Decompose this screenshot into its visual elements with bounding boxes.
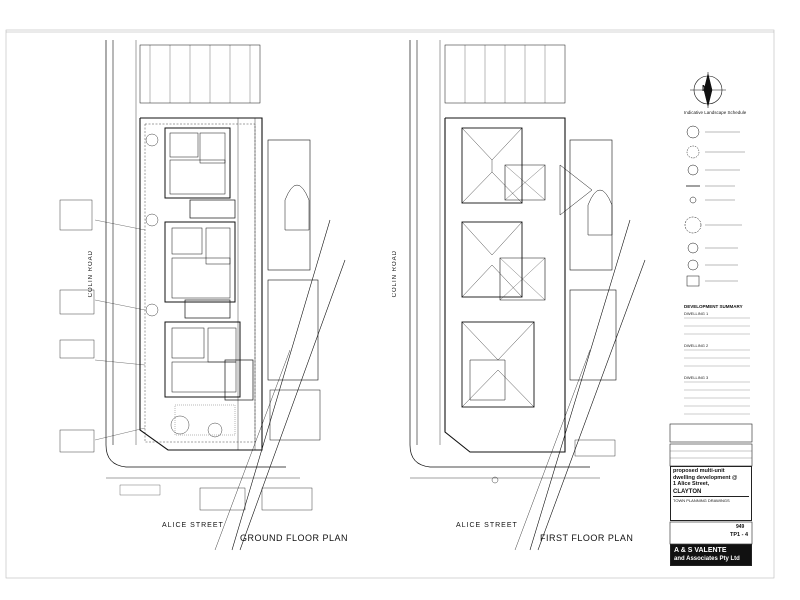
- drawing-type: TOWN PLANNING DRAWINGS: [673, 495, 749, 503]
- ground-floor-plan: [59, 40, 346, 551]
- street-label-left: ALICE STREET: [162, 522, 224, 529]
- street-label-right: ALICE STREET: [456, 522, 518, 529]
- revision-box: [669, 443, 753, 467]
- summary-lines: [684, 317, 750, 415]
- first-floor-plan: [409, 40, 646, 551]
- landscape-legend: [684, 125, 745, 287]
- summary-row: DWELLING 1: [684, 311, 709, 316]
- notes-box: [669, 423, 753, 443]
- first-floor-title: FIRST FLOOR PLAN: [540, 533, 634, 543]
- firm-line-2: and Associates Pty Ltd: [674, 556, 740, 562]
- road-label-left: COLIN ROAD: [88, 250, 94, 298]
- project-line-3: 1 Alice Street,: [673, 481, 710, 487]
- road-label-right: COLIN ROAD: [392, 250, 398, 298]
- firm-line-1: A & S VALENTE: [674, 547, 727, 554]
- ground-floor-title: GROUND FLOOR PLAN: [240, 533, 349, 543]
- sheet-number: TP1 - 4: [730, 532, 749, 538]
- project-suburb: CLAYTON: [673, 488, 702, 495]
- summary-row: DWELLING 2: [684, 343, 709, 348]
- firm-block: A & S VALENTE and Associates Pty Ltd: [670, 544, 752, 566]
- summary-row: DWELLING 3: [684, 375, 709, 380]
- project-title-block: proposed multi-unit dwelling development…: [670, 466, 752, 521]
- job-number: 949: [736, 524, 745, 530]
- project-line-1: proposed multi-unit: [673, 468, 725, 474]
- project-line-2: dwelling development @: [673, 474, 738, 481]
- north-arrow: [690, 72, 726, 108]
- summary-title: DEVELOPMENT SUMMARY: [684, 304, 743, 309]
- north-label: N: [702, 84, 708, 93]
- legend-title: Indicative Landscape Schedule: [684, 110, 747, 115]
